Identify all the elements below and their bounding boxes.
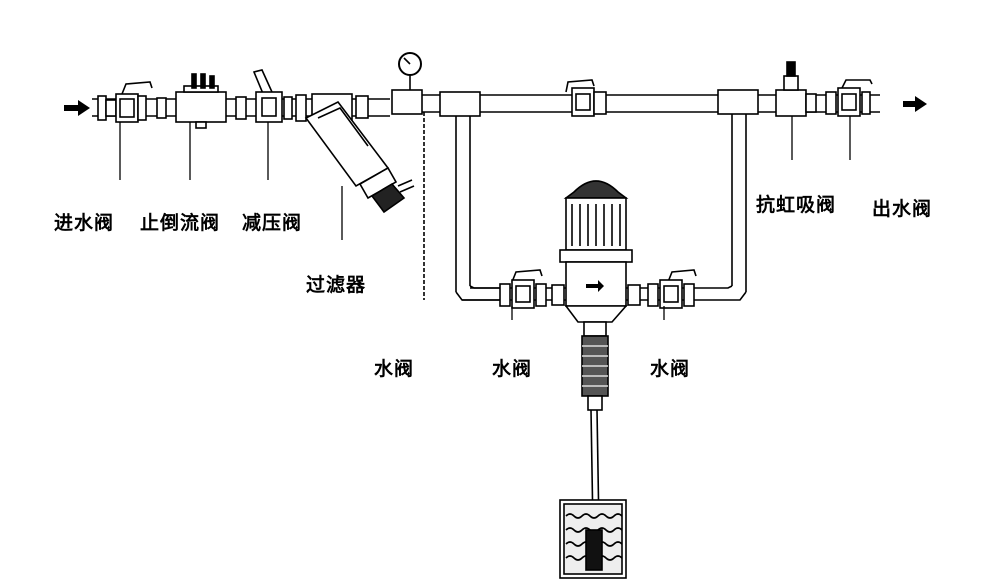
label-doser-inlet-valve: 水阀 [492, 358, 533, 380]
pressure-reducing-valve [252, 69, 307, 123]
bypass-pipe-right [700, 126, 747, 301]
bypass-pipe-left [455, 126, 500, 301]
anti-siphon-valve [775, 61, 817, 117]
doser-inlet-valve [499, 269, 565, 309]
chemical-container [559, 499, 627, 579]
label-leaders [119, 116, 851, 320]
label-check-valve: 止倒流阀 [140, 212, 221, 234]
label-outlet-valve: 出水阀 [872, 198, 933, 220]
right-tee [717, 89, 759, 126]
dosing-pump [559, 180, 633, 337]
filter [304, 93, 415, 214]
left-tee [439, 91, 481, 126]
label-doser-outlet-valve: 水阀 [650, 358, 691, 380]
outflow-arrow-icon [903, 96, 927, 112]
doser-outlet-valve [627, 269, 697, 309]
inlet-valve [97, 81, 167, 123]
label-bypass-valve: 水阀 [374, 358, 415, 380]
pressure-gauge [391, 52, 423, 115]
label-anti-siphon-valve: 抗虹吸阀 [756, 194, 837, 216]
label-filter: 过滤器 [306, 274, 367, 296]
outlet-valve [825, 79, 873, 117]
label-pressure-reducing-valve: 减压阀 [242, 212, 303, 234]
bypass-valve [565, 79, 607, 117]
check-valve [175, 73, 247, 129]
inflow-arrow-icon [64, 100, 90, 116]
label-inlet-valve: 进水阀 [54, 212, 115, 234]
